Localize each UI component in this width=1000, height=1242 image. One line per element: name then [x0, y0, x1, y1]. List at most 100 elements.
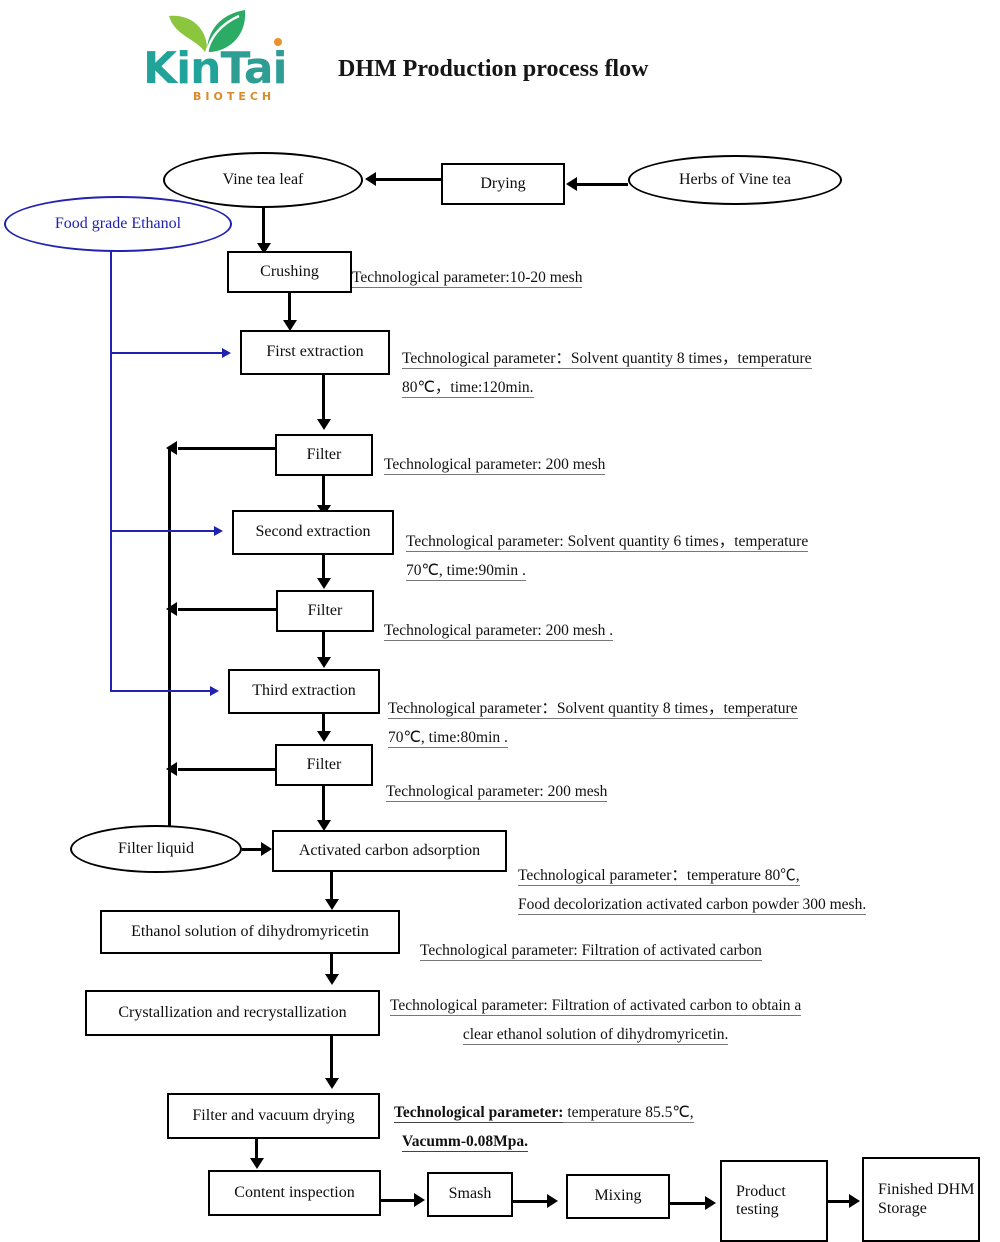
arrowhead-right-icon	[214, 526, 223, 536]
node-activated-carbon-adsorption: Activated carbon adsorption	[272, 830, 507, 872]
annotation-line: Technological parameter: 200 mesh	[386, 783, 608, 802]
node-label: Product testing	[736, 1182, 786, 1218]
annotation-line: Technological parameter:10-20 mesh	[352, 269, 583, 288]
arrowhead-left-icon	[365, 172, 376, 186]
annotation-first-extraction: Technological parameter：Solvent quantity…	[402, 344, 812, 403]
arrowhead-left-icon	[166, 441, 177, 455]
arrowhead-right-icon	[261, 842, 272, 856]
connector-filter3-return	[178, 768, 277, 771]
annotation-line: temperature 85.5℃,	[563, 1104, 694, 1123]
connector-filter2-return	[178, 608, 278, 611]
logo-subtitle: BIOTECH	[193, 90, 276, 103]
node-filter-1: Filter	[275, 434, 373, 476]
node-label: Smash	[448, 1185, 492, 1203]
arrowhead-down-icon	[283, 320, 297, 331]
annotation-line: 70℃, time:90min .	[406, 562, 526, 582]
logo-orange-dot-icon	[274, 38, 282, 46]
connector-content-inspection-to-smash	[381, 1199, 417, 1202]
arrowhead-right-icon	[547, 1194, 558, 1208]
node-label: Filter	[307, 601, 343, 619]
annotation-line: Technological parameter: Filtration of a…	[420, 942, 762, 961]
connector-ethanol-solution-to-crystallization	[330, 954, 333, 976]
annotation-line: Technological parameter: Filtration of a…	[390, 997, 802, 1016]
node-label: Mixing	[594, 1187, 642, 1205]
node-mixing: Mixing	[566, 1174, 670, 1219]
annotation-line: Technological parameter：temperature 80℃,	[518, 867, 800, 886]
arrowhead-right-icon	[849, 1194, 860, 1208]
annotation-filter-2: Technological parameter: 200 mesh .	[384, 616, 614, 645]
node-label: Filter	[306, 755, 342, 773]
annotation-line: Food decolorization activated carbon pow…	[518, 896, 867, 916]
annotation-line: Vacumm-0.08Mpa.	[402, 1133, 529, 1153]
arrowhead-down-icon	[317, 657, 331, 668]
connector-ethanol-to-third-extraction	[110, 690, 211, 692]
node-label: Food grade Ethanol	[54, 214, 182, 232]
annotation-crystallization: Technological parameter: Filtration of a…	[390, 991, 802, 1050]
connector-first-extraction-to-filter1	[322, 375, 325, 421]
arrowhead-down-icon	[325, 899, 339, 910]
connector-ethanol-to-first-extraction	[110, 352, 223, 354]
node-filter-liquid: Filter liquid	[70, 825, 242, 873]
node-finished-dhm-storage: Finished DHM Storage	[862, 1157, 980, 1242]
annotation-third-extraction: Technological parameter：Solvent quantity…	[388, 694, 798, 753]
arrowhead-right-icon	[705, 1196, 716, 1210]
node-smash: Smash	[427, 1172, 513, 1217]
arrowhead-right-icon	[210, 686, 219, 696]
arrowhead-down-icon	[317, 820, 331, 831]
arrowhead-down-icon	[317, 419, 331, 430]
connector-ethanol-rail	[110, 250, 112, 691]
annotation-line: Technological parameter：Solvent quantity…	[388, 700, 798, 719]
logo-wordmark: KinTai	[143, 44, 303, 94]
node-crystallization: Crystallization and recrystallization	[85, 990, 380, 1036]
node-label: Third extraction	[252, 682, 356, 700]
annotation-line: Technological parameter：Solvent quantity…	[402, 350, 812, 369]
node-label: Activated carbon adsorption	[298, 841, 481, 859]
connector-drying-to-vine-tea-leaf	[376, 178, 441, 181]
connector-filter1-return	[178, 447, 277, 450]
node-label: Filter	[306, 445, 342, 463]
connector-activated-carbon-to-ethanol-solution	[330, 872, 333, 902]
node-label: Herbs of Vine tea	[678, 170, 792, 188]
connector-third-extraction-to-filter3	[322, 714, 325, 734]
node-label: Filter and vacuum drying	[192, 1106, 355, 1124]
annotation-line: 70℃, time:80min .	[388, 729, 508, 749]
connector-vine-to-crushing	[262, 208, 265, 246]
annotation-activated-carbon: Technological parameter：temperature 80℃,…	[518, 861, 867, 920]
connector-filter-return-rail	[168, 447, 171, 840]
node-label: Crystallization and recrystallization	[118, 1003, 347, 1021]
connector-filter-liquid-to-activated-carbon	[242, 848, 264, 851]
page-title: DHM Production process flow	[338, 56, 649, 82]
connector-crushing-to-first-extraction	[288, 293, 291, 323]
connector-filter1-to-second-extraction	[322, 476, 325, 508]
node-label: Filter liquid	[118, 839, 194, 857]
node-label: Ethanol solution of dihydromyricetin	[131, 922, 369, 940]
node-drying: Drying	[441, 163, 565, 205]
node-label: First extraction	[266, 343, 364, 361]
node-third-extraction: Third extraction	[228, 669, 380, 714]
arrowhead-down-icon	[257, 243, 271, 254]
logo-text-tai: Tai	[220, 43, 288, 94]
arrowhead-down-icon	[317, 731, 331, 742]
annotation-crushing: Technological parameter:10-20 mesh	[352, 263, 583, 292]
kintai-logo: KinTai BIOTECH	[143, 8, 303, 108]
arrowhead-down-icon	[317, 578, 331, 589]
arrowhead-down-icon	[325, 1078, 339, 1089]
annotation-line: Technological parameter: 200 mesh	[384, 456, 606, 475]
connector-filter3-to-activated-carbon	[322, 786, 325, 822]
arrowhead-right-icon	[222, 348, 231, 358]
connector-smash-to-mixing	[513, 1200, 550, 1203]
node-label: Second extraction	[255, 523, 371, 541]
node-first-extraction: First extraction	[240, 330, 390, 375]
annotation-line: Technological parameter: Solvent quantit…	[406, 533, 809, 552]
node-label: Finished DHM Storage	[878, 1181, 975, 1217]
annotation-filter-3: Technological parameter: 200 mesh	[386, 777, 608, 806]
arrowhead-left-icon	[566, 177, 577, 191]
node-content-inspection: Content inspection	[208, 1170, 381, 1216]
connector-second-extraction-to-filter2	[322, 555, 325, 581]
annotation-vacuum-drying: Technological parameter: temperature 85.…	[394, 1098, 694, 1157]
annotation-ethanol-solution: Technological parameter: Filtration of a…	[420, 936, 762, 965]
annotation-line-bold: Technological parameter:	[394, 1104, 564, 1123]
node-vine-tea-leaf: Vine tea leaf	[163, 152, 363, 208]
arrowhead-down-icon	[325, 974, 339, 985]
node-product-testing: Product testing	[720, 1160, 828, 1242]
